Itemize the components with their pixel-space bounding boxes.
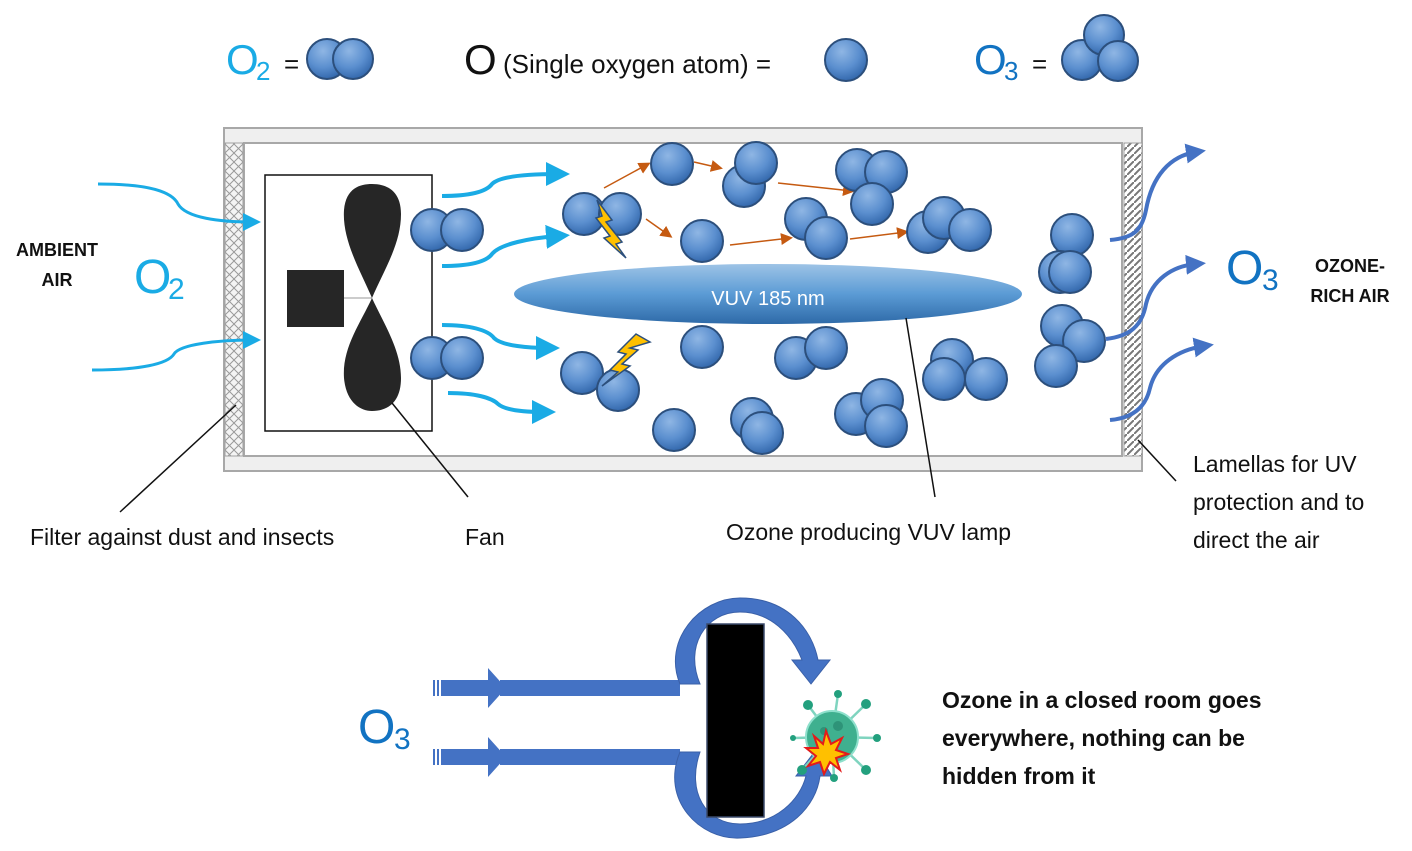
outlet-o3-symbol: O: [1226, 242, 1263, 295]
o2-molecule-icon: [560, 351, 640, 412]
atom: [734, 141, 778, 185]
lamellas-callout-line1: Lamellas for UV: [1193, 451, 1357, 477]
atom: [1050, 213, 1094, 257]
lamp-callout-label: Ozone producing VUV lamp: [726, 519, 1011, 545]
virus-icon: [790, 690, 881, 782]
atom: [680, 325, 724, 369]
atom: [598, 192, 642, 236]
lamellas-callout-line2: protection and to: [1193, 489, 1364, 515]
lamellas: [1123, 142, 1143, 457]
atom: [1048, 250, 1092, 294]
o2-molecule-icon: [722, 141, 778, 208]
legend-o3-equals: =: [1032, 49, 1047, 79]
atom: [440, 336, 484, 380]
lightning-icon: [594, 199, 627, 259]
closed-room-statement-line1: Ozone in a closed room goes: [942, 687, 1262, 713]
atom: [964, 357, 1008, 401]
oxygen-atom-icon: [1048, 250, 1092, 294]
internal-airflow-arrows: [441, 162, 570, 424]
fan-motor: [287, 270, 344, 327]
atom: [922, 357, 966, 401]
inflow-arrow-icon: [91, 331, 261, 372]
closed-room-statement-line2: everywhere, nothing can be: [942, 725, 1245, 751]
atom: [440, 208, 484, 252]
o3-molecule-icon: [906, 196, 992, 254]
legend: O 2 = O (Single oxygen atom) = O 3 =: [226, 14, 1139, 86]
legend-o2-subscript: 2: [256, 56, 270, 86]
legend-o3-molecule-icon: [1061, 14, 1139, 82]
outlet-o3-subscript: 3: [1262, 264, 1279, 297]
legend-o3-subscript: 3: [1004, 56, 1018, 86]
outflow-arrows: [1105, 143, 1214, 422]
atom: [804, 216, 848, 260]
legend-o2-equals: =: [284, 49, 299, 79]
o2-molecule-icon: [410, 208, 484, 252]
inflow-arrow-icon: [97, 182, 261, 231]
ozone-rich-air-label-line1: OZONE-: [1315, 256, 1385, 276]
callout-lines: [119, 317, 1177, 513]
atom: [948, 208, 992, 252]
closed-room-statement-line3: hidden from it: [942, 763, 1096, 789]
ambient-air-label-line2: AIR: [42, 270, 73, 290]
oxygen-atom-icon: [680, 325, 724, 369]
atom: [652, 408, 696, 452]
vuv-lamp: VUV 185 nm: [514, 264, 1022, 324]
lamellas-callout-line3: direct the air: [1193, 527, 1320, 553]
fan-blade-bottom: [343, 298, 401, 411]
oxygen-atom-icon: [652, 408, 696, 452]
fan-callout-label: Fan: [465, 524, 505, 550]
fan: [264, 174, 433, 432]
legend-o-description: (Single oxygen atom) =: [503, 49, 771, 79]
atom: [850, 182, 894, 226]
ambient-air-label-line1: AMBIENT: [16, 240, 98, 260]
o2-molecule-icon: [410, 336, 484, 380]
molecules: [410, 141, 1106, 455]
legend-o-symbol: O: [464, 36, 497, 83]
inlet-o2-symbol: O: [134, 251, 171, 304]
atom: [680, 219, 724, 263]
obstacle-block: [706, 623, 765, 818]
reaction-arrows: [603, 160, 909, 246]
atom: [650, 142, 694, 186]
legend-o2-symbol: O: [226, 36, 259, 83]
oxygen-atom-icon: [650, 142, 694, 186]
ozone-flow-arrows: [433, 597, 833, 839]
atom: [864, 404, 908, 448]
ozone-rich-air-label-line2: RICH AIR: [1310, 286, 1389, 306]
o3-molecule-icon: [1034, 304, 1106, 388]
bottom-o3-subscript: 3: [394, 723, 411, 756]
oxygen-atom-icon: [680, 219, 724, 263]
o2-molecule-icon: [784, 197, 848, 260]
legend-o3-symbol: O: [974, 36, 1007, 83]
inflow-arrows: [91, 182, 261, 372]
fan-blade-top: [343, 184, 401, 298]
bottom-o3-symbol: O: [358, 701, 395, 754]
vuv-lamp-label: VUV 185 nm: [711, 288, 824, 310]
o3-molecule-icon: [922, 338, 1008, 401]
explosion-icon: [803, 727, 852, 777]
filter-callout-label: Filter against dust and insects: [30, 524, 334, 550]
atom: [740, 411, 784, 455]
atom: [804, 326, 848, 370]
o2-molecule-icon: [774, 326, 848, 380]
legend-o2-molecule-icon: [306, 38, 374, 80]
legend-o-atom-icon: [824, 38, 868, 82]
o3-molecule-icon: [834, 378, 908, 448]
lightning-icon: [601, 333, 652, 387]
atom: [560, 351, 604, 395]
dust-filter: [224, 142, 244, 457]
o3-molecule-icon: [835, 148, 908, 226]
o2-molecule-icon: [730, 397, 784, 455]
atom: [1034, 344, 1078, 388]
atom: [1062, 319, 1106, 363]
inlet-o2-subscript: 2: [168, 273, 185, 306]
